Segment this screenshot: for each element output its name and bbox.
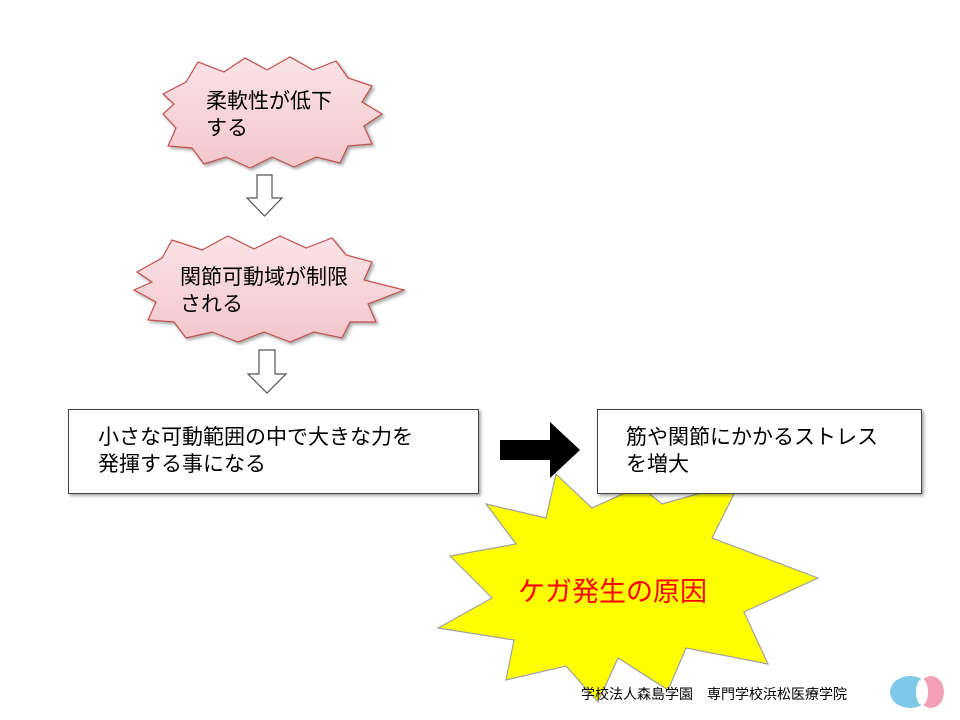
seal-flexibility-line1: 柔軟性が低下 xyxy=(206,89,332,113)
seal-rom-line1: 関節可動域が制限 xyxy=(180,265,348,289)
seal-flexibility-line2: する xyxy=(206,116,248,140)
right-arrow xyxy=(500,422,580,478)
footer-school-name: 学校法人森島学園 専門学校浜松医療学院 xyxy=(581,687,847,703)
seal-flexibility-label: 柔軟性が低下 する xyxy=(206,88,332,142)
box-force-label: 小さな可動範囲の中で大きな力を 発揮する事になる xyxy=(98,424,413,478)
injury-cause-label: ケガ発生の原因 xyxy=(518,577,707,608)
box-force xyxy=(68,409,479,494)
box-stress-line1: 筋や関節にかかるストレス xyxy=(626,425,878,449)
down-arrow-1 xyxy=(245,174,284,217)
seal-rom-label: 関節可動域が制限 される xyxy=(180,264,348,318)
logo-overlap xyxy=(916,679,928,705)
box-stress-line2: を増大 xyxy=(626,452,689,476)
seal-rom-line2: される xyxy=(180,292,243,316)
box-stress xyxy=(597,409,922,494)
seal-flexibility-shape xyxy=(161,56,384,169)
seal-rom-shape xyxy=(132,235,406,343)
box-stress-label: 筋や関節にかかるストレス を増大 xyxy=(626,424,878,478)
box-force-line2: 発揮する事になる xyxy=(98,452,266,476)
box-force-line1: 小さな可動範囲の中で大きな力を xyxy=(98,425,413,449)
down-arrow-2 xyxy=(246,349,288,394)
